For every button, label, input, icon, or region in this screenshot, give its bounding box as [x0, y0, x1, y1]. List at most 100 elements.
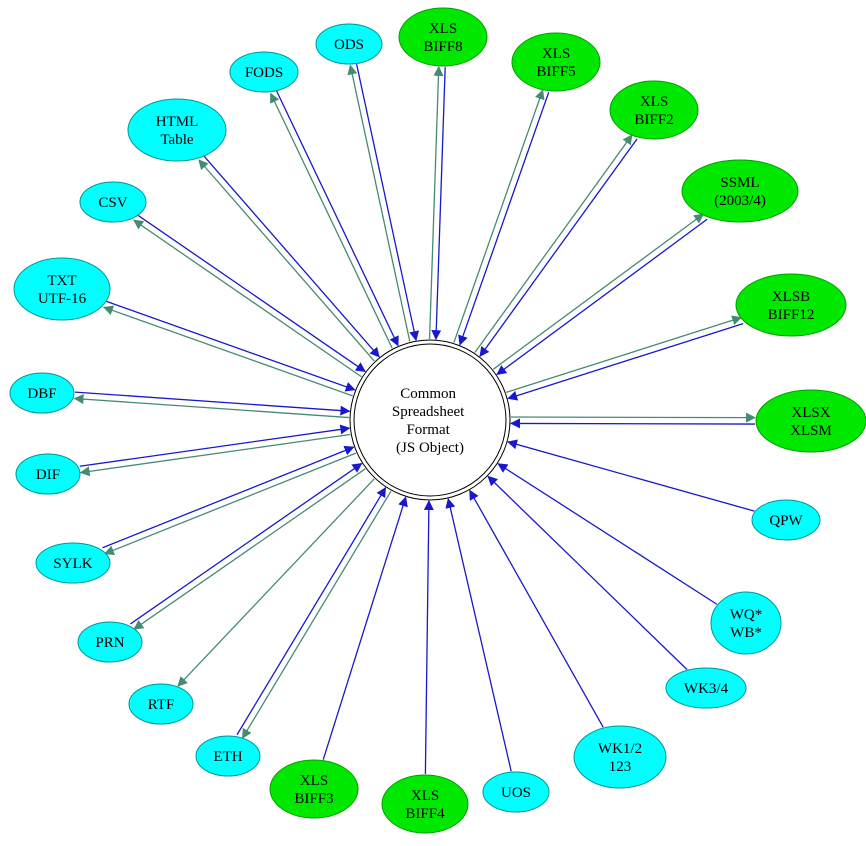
node-wq-wb: WQ*WB* — [710, 591, 782, 655]
node-ellipse — [751, 499, 821, 541]
edge-xlsb — [506, 315, 744, 401]
edge-ods — [347, 63, 420, 342]
center-label-line: (JS Object) — [396, 440, 464, 456]
node-label: WK3/4 — [684, 681, 729, 697]
center-outer-circle — [349, 339, 511, 501]
node-ellipse — [398, 7, 488, 67]
node-uos: UOS — [482, 771, 550, 813]
node-label: FODS — [245, 65, 283, 81]
node-ellipse — [128, 683, 194, 725]
center-inner-circle — [353, 343, 507, 497]
edge-wk34 — [487, 475, 688, 670]
node-dbf: DBF — [9, 372, 75, 414]
edge-uos — [445, 497, 512, 772]
node-ellipse — [665, 667, 747, 709]
node-ellipse — [195, 735, 261, 777]
node-ellipse — [13, 257, 111, 321]
node-ellipse — [35, 542, 111, 584]
edge-xls-biff5 — [453, 89, 550, 346]
edges-layer — [73, 63, 757, 775]
node-label: UOS — [501, 785, 531, 801]
node-ellipse — [79, 181, 147, 223]
center-label-line: Common — [400, 386, 456, 402]
node-fods: FODS — [229, 51, 299, 93]
edge-xls-biff8 — [428, 65, 446, 341]
node-label: PRN — [95, 635, 124, 651]
node-prn: PRN — [77, 621, 143, 663]
center-label: Common Spreadsheet Format (JS Object) — [392, 386, 468, 456]
center-label-line: Format — [406, 422, 450, 438]
node-ellipse — [15, 453, 81, 495]
node-ellipse — [77, 621, 143, 663]
node-label: ETH — [213, 749, 242, 765]
node-label: ODS — [334, 37, 364, 53]
edge-fods — [270, 90, 399, 349]
node-label: DBF — [27, 386, 56, 402]
node-ellipse — [127, 98, 227, 162]
node-ellipse — [735, 273, 847, 337]
node-ellipse — [315, 23, 383, 65]
node-label: SYLK — [53, 556, 92, 572]
edge-dbf — [73, 391, 351, 419]
node-qpw: QPW — [751, 499, 821, 541]
edge-csv — [133, 214, 366, 378]
node-label: WQ*WB* — [730, 607, 763, 641]
edge-xlsx — [509, 412, 757, 429]
edge-ssml — [492, 213, 708, 376]
node-ellipse — [710, 591, 782, 655]
edge-xls-biff2 — [474, 134, 638, 358]
node-ellipse — [9, 372, 75, 414]
node-wk34: WK3/4 — [665, 667, 747, 709]
node-ssml: SSML(2003/4) — [681, 159, 799, 223]
node-ellipse — [511, 32, 601, 92]
node-label: QPW — [769, 513, 803, 529]
node-label: CSV — [98, 195, 127, 211]
node-csv: CSV — [79, 181, 147, 223]
node-ellipse — [482, 771, 550, 813]
edge-xls-biff4 — [423, 499, 434, 775]
edge-wq-wb — [497, 463, 718, 605]
node-ellipse — [229, 51, 299, 93]
node-dif: DIF — [15, 453, 81, 495]
edge-txt-utf16 — [102, 300, 356, 397]
edge-html-table — [198, 155, 380, 362]
node-ellipse — [381, 774, 469, 834]
node-sylk: SYLK — [35, 542, 111, 584]
edge-xls-biff3 — [322, 496, 408, 760]
edge-dif — [79, 424, 351, 477]
node-ellipse — [573, 725, 667, 789]
node-ellipse — [681, 159, 799, 223]
edge-qpw — [507, 439, 755, 512]
center-label-line: Spreadsheet — [392, 404, 465, 420]
node-ellipse — [755, 389, 866, 453]
edge-rtf — [177, 478, 375, 687]
node-label: DIF — [36, 467, 60, 483]
node-label: RTF — [148, 697, 175, 713]
node-ods: ODS — [315, 23, 383, 65]
center-node: Common Spreadsheet Format (JS Object) — [349, 339, 511, 501]
node-rtf: RTF — [128, 683, 194, 725]
edge-sylk — [102, 445, 357, 555]
node-label: SSML(2003/4) — [714, 175, 766, 209]
node-ellipse — [269, 759, 359, 819]
node-eth: ETH — [195, 735, 261, 777]
